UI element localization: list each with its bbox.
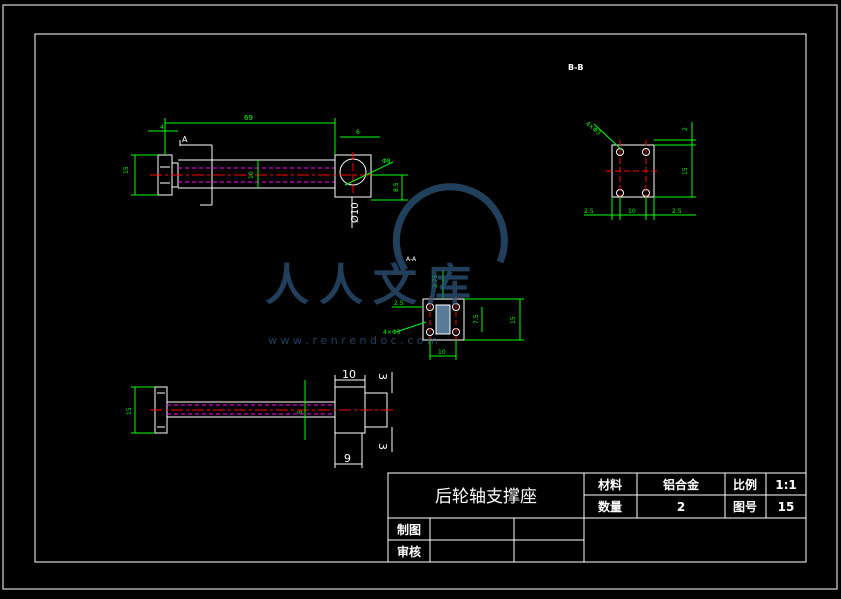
qty-label: 数量: [598, 499, 622, 514]
material-value: 铝合金: [663, 477, 700, 492]
dim-front-offset: 8.5: [393, 182, 400, 192]
dim-bottom-height: 15: [126, 407, 133, 415]
section-bb-view: B-B 4×Φ3 2 15 2.5 10 2.5: [568, 63, 696, 220]
dim-front-hole: Φ8: [382, 158, 391, 165]
watermark-swoosh: [392, 183, 508, 272]
dim-aa-bottom: 10: [438, 349, 446, 356]
dim-bb-mid: 10: [628, 208, 636, 215]
dim-bb-right: 2.5: [672, 208, 682, 215]
dim-bottom-bottom: 9: [344, 452, 351, 465]
dim-front-diameter: Ø10: [349, 202, 361, 223]
drawn-label: 制图: [397, 522, 421, 537]
dim-front-left: 4: [160, 124, 164, 131]
outer-border: [2, 4, 838, 590]
dim-aa-holes: 4×Φ3: [383, 329, 401, 336]
section-aa-label: A-A: [406, 256, 417, 263]
watermark-url: w w w . r e n r e n d o c . c o m: [268, 334, 438, 347]
qty-value: 2: [677, 500, 685, 514]
dim-bb-left: 2.5: [584, 208, 594, 215]
section-bb-label: B-B: [568, 63, 584, 72]
dim-aa-height: 15: [510, 316, 517, 324]
aa-hatch: [435, 304, 451, 335]
front-view: A 69 4 6 15 10 Φ8 8.5 Ø10: [123, 114, 408, 228]
dim-front-inner: 10: [248, 171, 255, 179]
dim-aa-inner: 7.5: [473, 314, 480, 324]
dim-bb-top: 2: [682, 127, 689, 131]
checked-label: 审核: [397, 544, 421, 559]
section-aa-view: A-A 2.5 3.75 4×Φ3 15 7.5 10: [383, 256, 524, 360]
dim-aa-left: 2.5: [394, 300, 404, 307]
dim-bottom-top: 10: [342, 368, 356, 381]
drawing-no-label: 图号: [733, 499, 757, 514]
view-a-marker: A: [182, 135, 188, 144]
scale-label: 比例: [733, 477, 757, 492]
part-name: 后轮轴支撑座: [435, 487, 537, 507]
title-block: 后轮轴支撑座 材料 铝合金 比例 1:1 数量 2 图号 15 制图 审核: [387, 472, 807, 563]
dim-front-right: 6: [356, 129, 360, 136]
drawing-no-value: 15: [778, 500, 795, 514]
dim-overall: 69: [244, 114, 253, 122]
watermark-text: 人人文库: [265, 260, 481, 311]
scale-value: 1:1: [775, 478, 797, 492]
dim-bb-height: 15: [682, 167, 689, 175]
dim-bottom-r-bottom: 3: [376, 443, 389, 450]
material-label: 材料: [597, 477, 622, 492]
dim-bottom-r-top: 3: [376, 373, 389, 380]
bottom-view: 15 10 9 3 3 5: [126, 368, 395, 468]
dim-aa-top: 3.75: [432, 274, 439, 288]
dim-front-height: 15: [123, 166, 130, 174]
watermark: 人人文库 w w w . r e n r e n d o c . c o m: [265, 183, 508, 347]
dim-bb-holes: 4×Φ3: [584, 120, 602, 137]
dim-bottom-mid: 5: [297, 410, 304, 414]
